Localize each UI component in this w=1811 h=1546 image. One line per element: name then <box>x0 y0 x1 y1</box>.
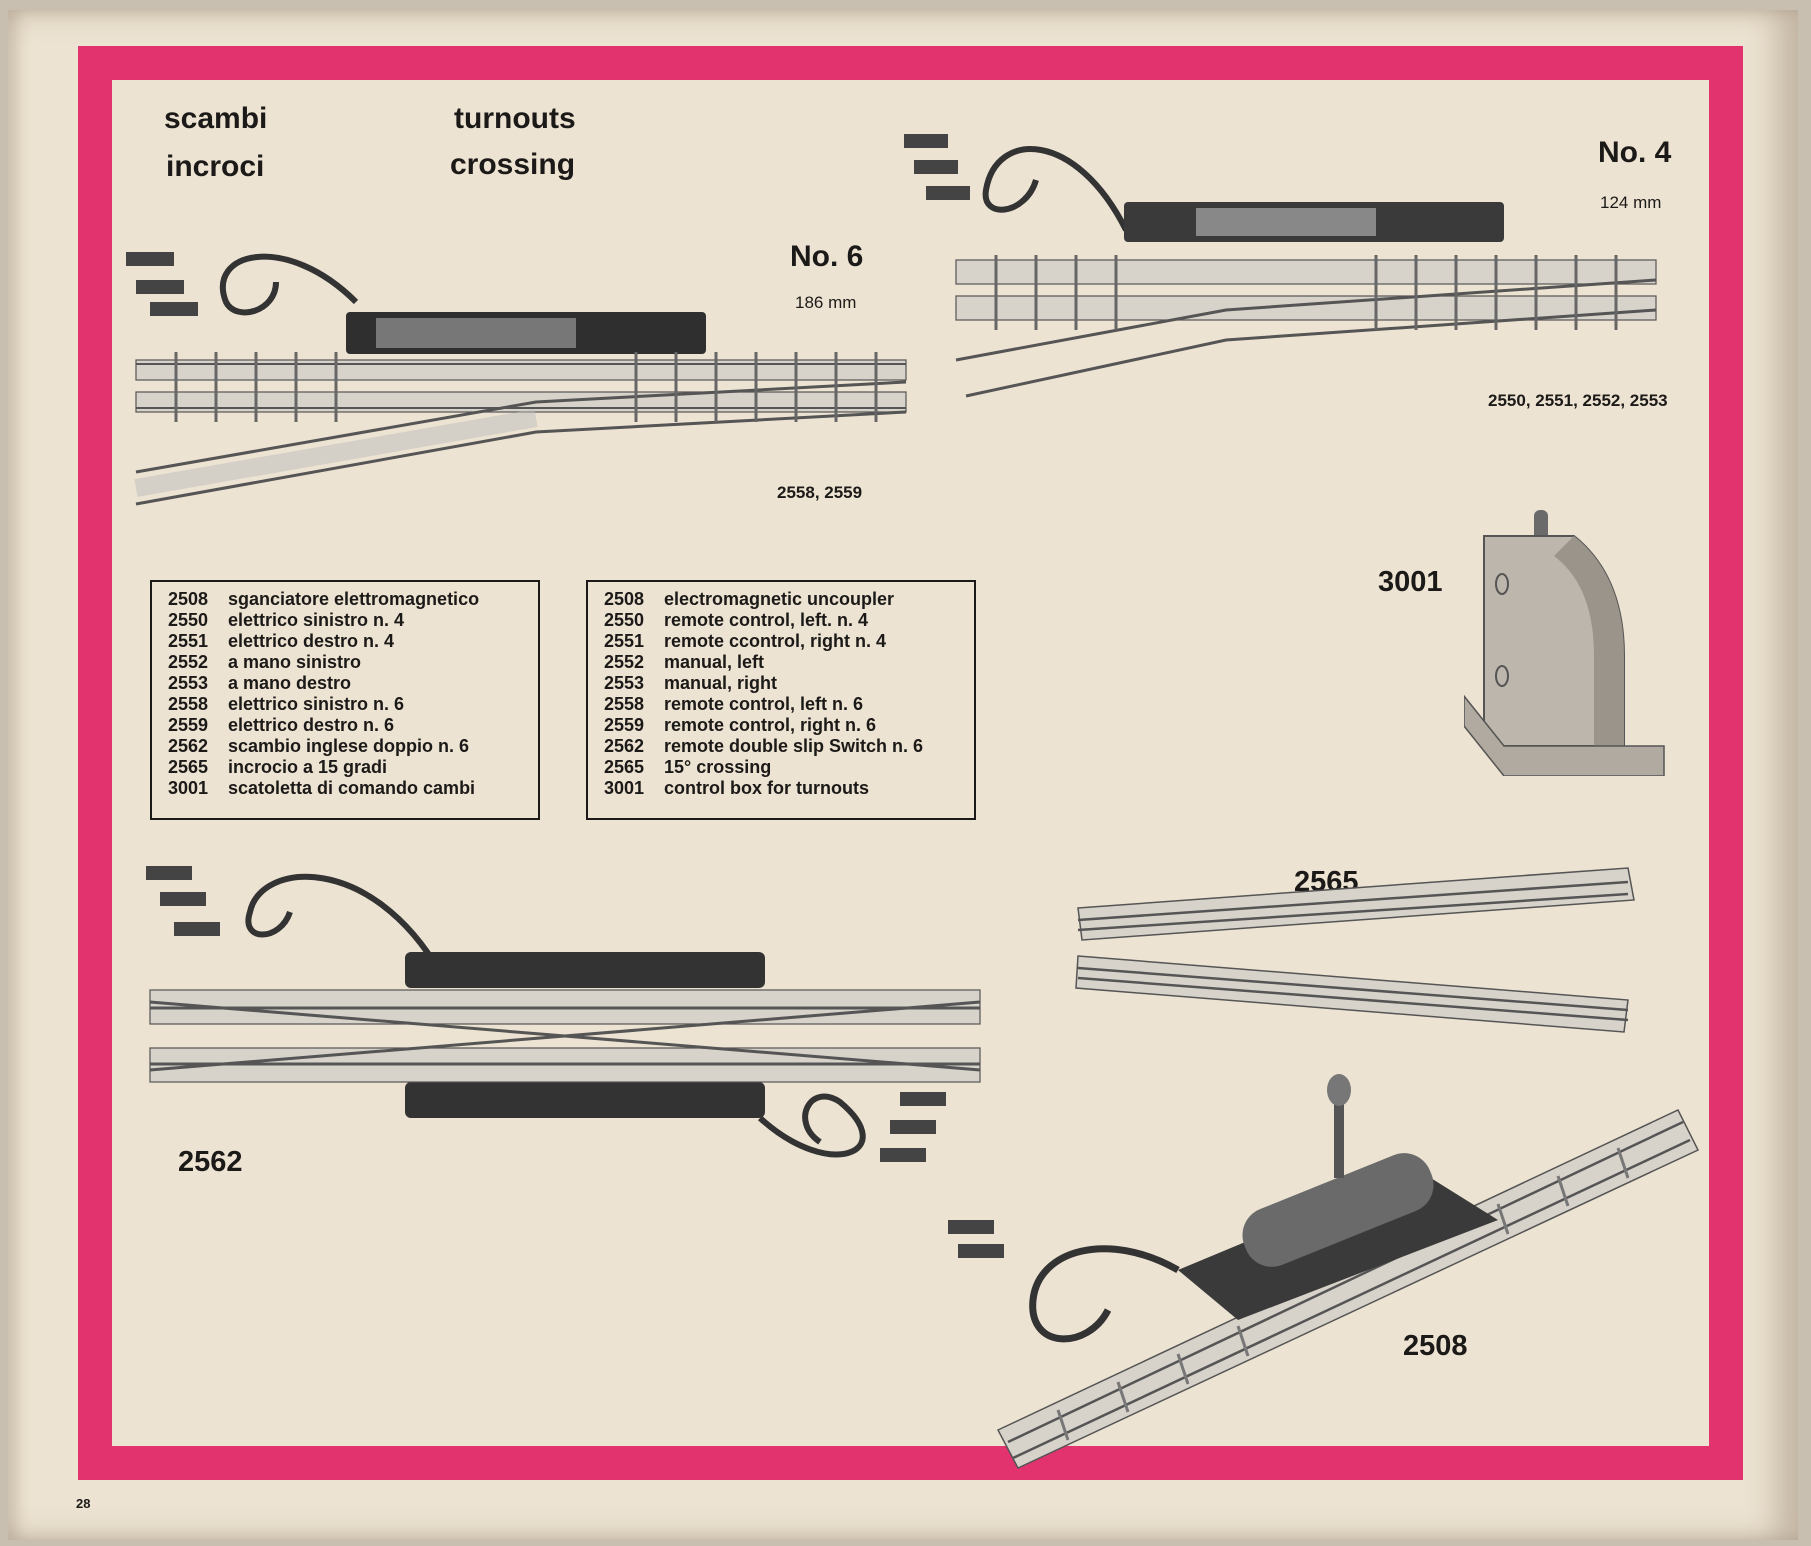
turnout4-illustration <box>904 134 1657 398</box>
crossing-illustration <box>1075 867 1635 1033</box>
uncoupler-illustration <box>948 1074 1700 1469</box>
turnout6-size: 186 mm <box>795 293 857 312</box>
control-box-illustration <box>1464 510 1665 776</box>
heading-incroci: incroci <box>166 150 265 183</box>
turnout4-codes: 2550, 2551, 2552, 2553 <box>1488 391 1668 410</box>
turnout4-size: 124 mm <box>1600 193 1662 212</box>
turnout6-label: No. 6 <box>790 240 864 273</box>
double-slip-illustration <box>146 866 981 1162</box>
label-2508: 2508 <box>1403 1330 1468 1362</box>
pink-frame <box>78 46 1743 1480</box>
turnout6-illustration <box>126 252 907 506</box>
heading-turnouts: turnouts <box>454 102 576 135</box>
catalog-page: scambi incroci turnouts crossing No. 6 1… <box>8 10 1798 1540</box>
page-number: 28 <box>76 1496 91 1511</box>
turnout6-codes: 2558, 2559 <box>777 483 863 502</box>
turnout4-label: No. 4 <box>1598 136 1672 169</box>
label-2562: 2562 <box>178 1146 243 1178</box>
label-3001: 3001 <box>1378 566 1443 598</box>
heading-crossing: crossing <box>450 148 576 181</box>
heading-scambi: scambi <box>164 102 268 135</box>
